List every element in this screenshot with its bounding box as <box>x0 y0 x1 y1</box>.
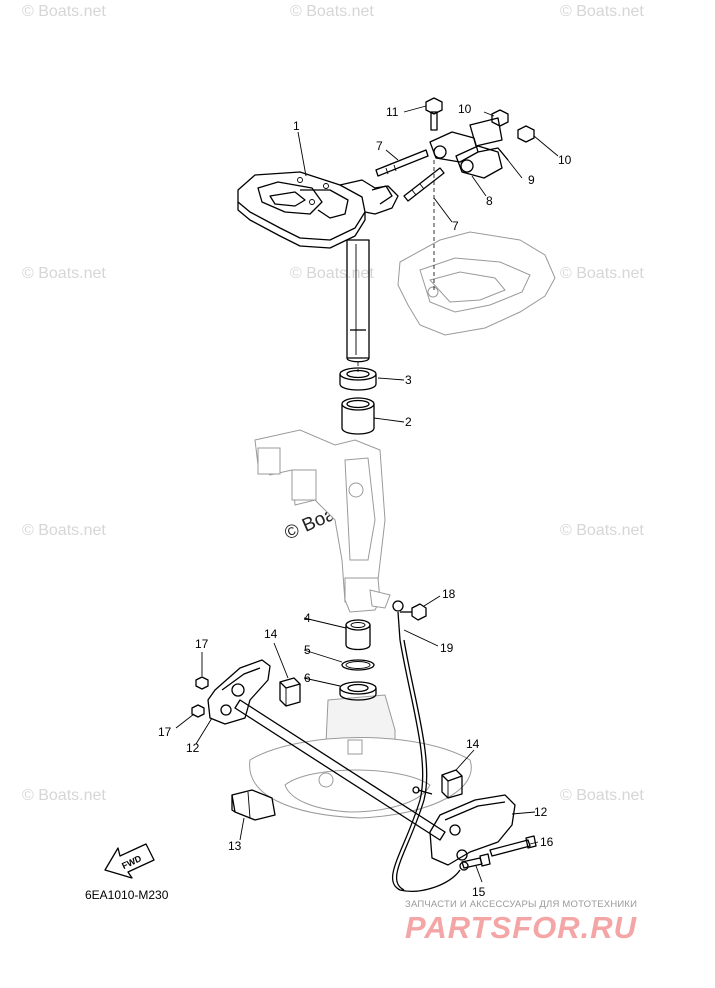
callout-leaders <box>175 105 559 883</box>
part-damper-mount <box>429 117 509 179</box>
watermark: © Boats.net <box>560 522 644 539</box>
swivel-bracket-outline <box>254 429 391 613</box>
part-screw-18 <box>400 603 427 621</box>
fwd-arrow-icon: FWD <box>104 843 155 879</box>
watermark: © Boats.net <box>22 522 106 539</box>
part-stud-bolts <box>375 149 445 202</box>
callout-9: 9 <box>528 173 535 187</box>
callout-12: 12 <box>186 741 200 755</box>
part-bushing-4 <box>345 619 371 651</box>
brand-subtitle: ЗАПЧАСТИ И АКСЕССУАРЫ ДЛЯ МОТОТЕХНИКИ <box>405 899 638 910</box>
part-bolt-11 <box>425 97 443 131</box>
callout-19: 19 <box>440 641 454 655</box>
fwd-label: FWD <box>120 853 143 871</box>
lower-mount-outline <box>249 694 472 819</box>
callout-17: 17 <box>195 637 209 651</box>
callout-12: 12 <box>534 805 548 819</box>
callout-7: 7 <box>376 139 383 153</box>
callout-13: 13 <box>228 839 242 853</box>
callout-7: 7 <box>452 219 459 233</box>
callout-2: 2 <box>405 415 412 429</box>
callout-4: 4 <box>304 611 311 625</box>
part-bushing-2 <box>341 397 375 435</box>
watermark-layer: © Boats.net © Boats.net © Boats.net © Bo… <box>22 3 644 804</box>
watermark: © Boats.net <box>290 265 374 282</box>
callout-18: 18 <box>442 587 456 601</box>
callout-15: 15 <box>472 885 486 899</box>
diagram-code: 6EA1010-M230 <box>85 888 169 902</box>
part-nuts-17 <box>191 676 209 718</box>
watermark: © Boats.net <box>560 3 644 20</box>
part-clamp-bracket-right <box>429 794 516 866</box>
watermark: © Boats.net <box>290 3 374 20</box>
callout-8: 8 <box>486 194 493 208</box>
callout-1: 1 <box>293 119 300 133</box>
watermark: © Boats.net <box>22 787 106 804</box>
watermark: © Boats.net <box>560 787 644 804</box>
part-oil-seal <box>339 681 377 701</box>
callout-14: 14 <box>466 737 480 751</box>
callout-numbers: 1 2 3 4 5 6 7 7 8 9 10 10 11 12 12 13 14… <box>158 102 572 899</box>
part-rubber-block-left <box>279 677 301 707</box>
part-steering-arm <box>237 171 399 363</box>
upper-casing-outline <box>397 231 556 336</box>
callout-10: 10 <box>458 102 472 116</box>
callout-6: 6 <box>304 671 311 685</box>
callout-14: 14 <box>264 627 278 641</box>
watermark: © Boats.net <box>22 265 106 282</box>
part-nuts <box>491 109 535 143</box>
part-mount-rod <box>234 699 446 841</box>
part-bolt-16 <box>489 835 537 857</box>
callout-11: 11 <box>386 105 399 119</box>
assembly-guide-lines <box>357 160 435 372</box>
part-clamp-bracket-left <box>207 659 271 725</box>
callout-3: 3 <box>405 373 412 387</box>
part-bolt-15 <box>461 853 491 869</box>
watermark: © Boats.net <box>22 3 106 20</box>
callout-10: 10 <box>558 153 572 167</box>
part-ground-lead <box>391 600 469 892</box>
watermark: © Boats.net <box>560 265 644 282</box>
callout-16: 16 <box>540 835 554 849</box>
callout-17: 17 <box>158 725 172 739</box>
brand-logo: PARTSFOR.RU <box>405 910 638 945</box>
part-rubber-mount <box>231 789 276 821</box>
part-o-ring <box>341 659 375 671</box>
callout-5: 5 <box>304 643 311 657</box>
